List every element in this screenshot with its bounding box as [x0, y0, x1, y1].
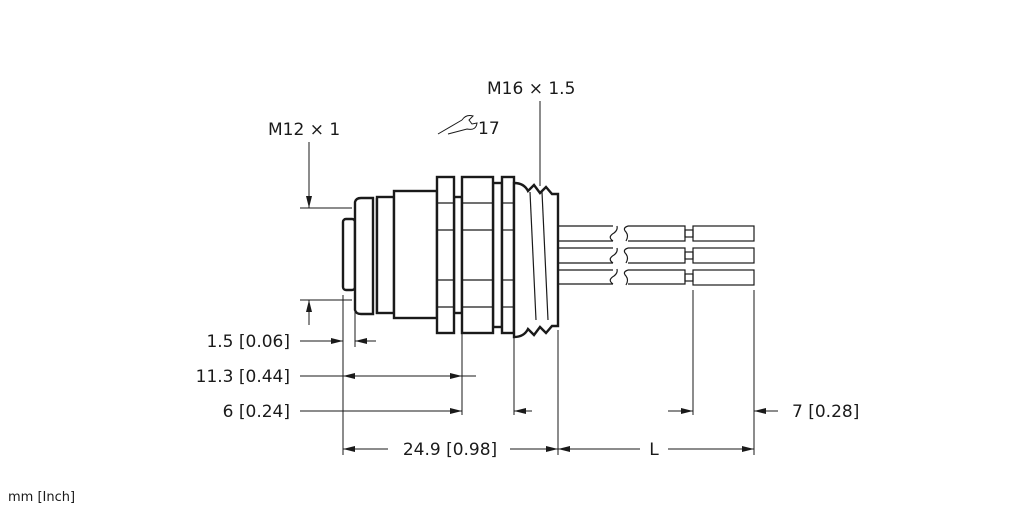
dim-1-5: 1.5 [0.06] [206, 332, 290, 352]
dim-strip: 7 [0.28] [792, 402, 859, 422]
wrench-icon [437, 115, 478, 135]
dimension-lines [300, 338, 778, 452]
dim-6: 6 [0.24] [223, 402, 290, 422]
connector-body [341, 175, 560, 339]
thread-label-m16: M16 × 1.5 [487, 79, 575, 99]
wires [558, 225, 755, 286]
dim-11-3: 11.3 [0.44] [196, 367, 290, 387]
thread-label-m12: M12 × 1 [268, 120, 340, 140]
wrench-size: 17 [478, 119, 500, 139]
dim-length: L [649, 440, 659, 460]
dim-24-9: 24.9 [0.98] [403, 440, 497, 460]
units-note: mm [Inch] [8, 490, 75, 505]
